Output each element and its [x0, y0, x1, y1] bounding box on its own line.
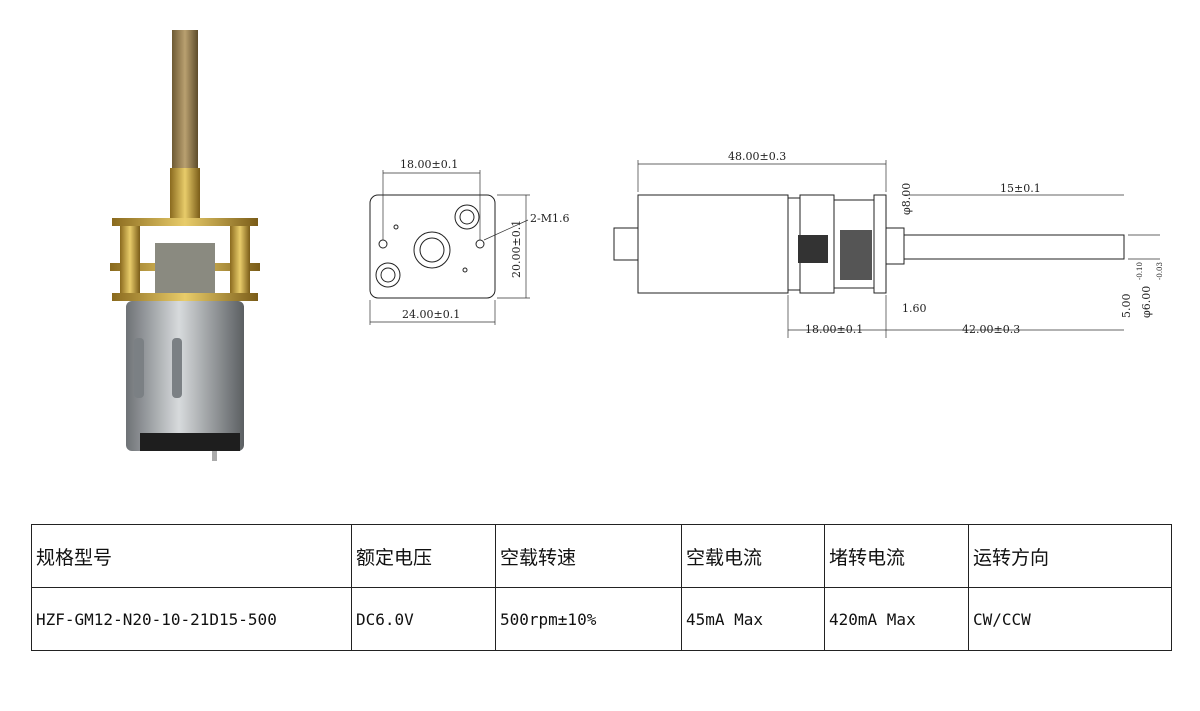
table-row: HZF-GM12-N20-10-21D15-500 DC6.0V 500rpm±… [31, 587, 1172, 651]
value-stall-current: 420mA Max [824, 587, 969, 651]
dim-front-holes: 2-M1.6 [530, 212, 569, 225]
dim-output: 42.00±0.3 [962, 323, 1020, 336]
dim-front-top: 18.00±0.1 [400, 158, 458, 171]
dim-gearbox: 18.00±0.1 [805, 323, 863, 336]
dim-flat-tol: -0.10 [1136, 262, 1144, 280]
table-header-row: 规格型号 额定电压 空载转速 空载电流 堵转电流 运转方向 [31, 524, 1172, 588]
dim-offset: 1.60 [902, 302, 927, 315]
dim-shaft: φ6.00 [1140, 286, 1153, 318]
dim-shaft-length: 15±0.1 [1000, 182, 1041, 195]
dim-front-height: 20.00±0.1 [510, 220, 523, 278]
header-direction: 运转方向 [968, 524, 1172, 588]
dim-flat: 5.00 [1120, 294, 1133, 319]
header-voltage: 额定电压 [351, 524, 496, 588]
value-no-load-speed: 500rpm±10% [495, 587, 682, 651]
spec-table: 规格型号 额定电压 空载转速 空载电流 堵转电流 运转方向 HZF-GM12-N… [31, 524, 1172, 651]
value-direction: CW/CCW [968, 587, 1172, 651]
header-stall-current: 堵转电流 [824, 524, 969, 588]
side-view: 48.00±0.3 15±0.1 φ8.00 18.00±0.1 42.00±0… [613, 150, 1164, 338]
header-no-load-speed: 空载转速 [495, 524, 682, 588]
dim-total: 48.00±0.3 [728, 150, 786, 163]
value-voltage: DC6.0V [351, 587, 496, 651]
motor-photo [110, 30, 260, 461]
dim-shaft-tol: -0.03 [1156, 262, 1164, 280]
front-view: 18.00±0.1 24.00±0.1 20.00±0.1 2-M1.6 [369, 158, 569, 325]
dim-shaft-dia: φ8.00 [900, 183, 913, 215]
header-no-load-current: 空载电流 [681, 524, 825, 588]
dim-front-bottom: 24.00±0.1 [402, 308, 460, 321]
header-model: 规格型号 [31, 524, 352, 588]
value-no-load-current: 45mA Max [681, 587, 825, 651]
value-model: HZF-GM12-N20-10-21D15-500 [31, 587, 352, 651]
technical-drawing: 18.00±0.1 24.00±0.1 20.00±0.1 2-M1.6 48.… [369, 150, 1164, 338]
